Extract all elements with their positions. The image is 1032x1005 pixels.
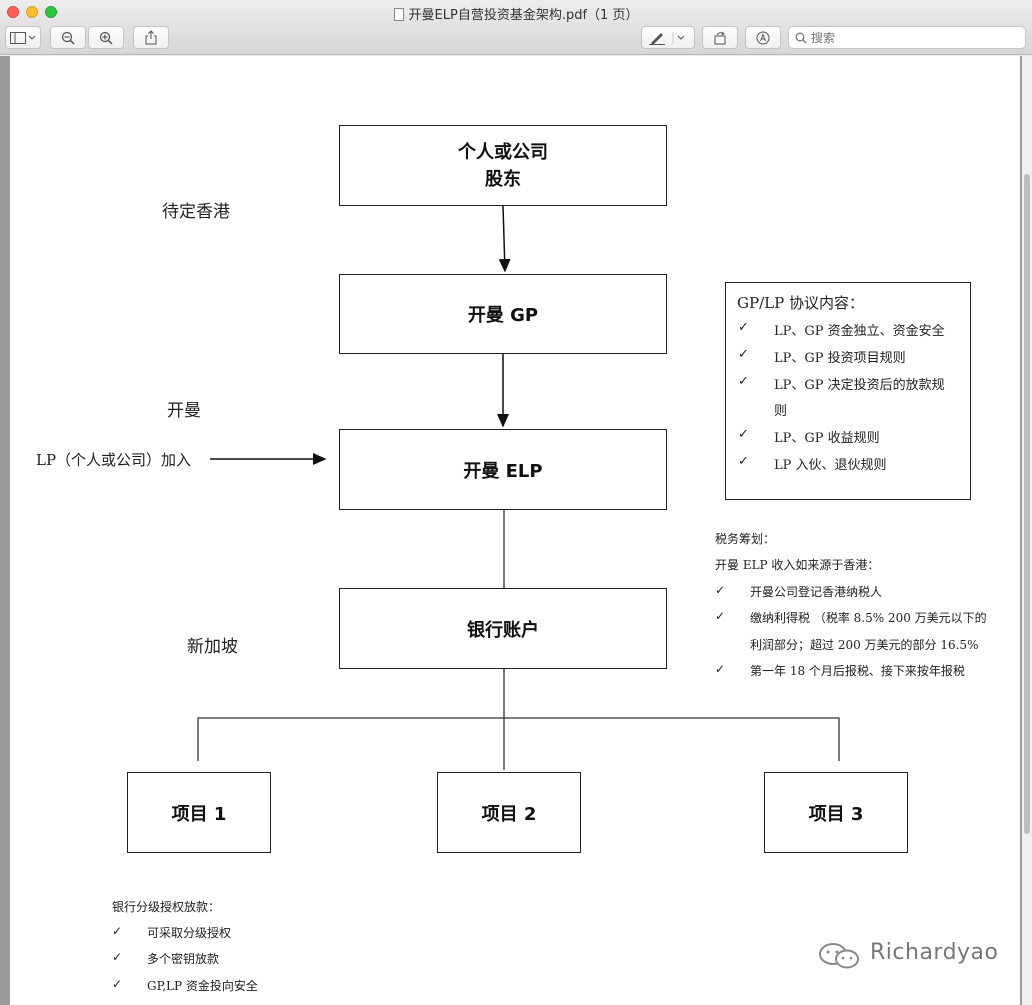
tax-item: 第一年 18 个月后报税、接下来按年报税 <box>750 664 965 678</box>
shareholder-box: 个人或公司 股东 <box>339 125 667 206</box>
project-1-box: 项目 1 <box>127 772 271 853</box>
pdf-document-icon <box>393 8 404 21</box>
bank-release-title: 银行分级授权放款： <box>112 900 221 914</box>
close-window-button[interactable] <box>7 6 19 18</box>
tax-subtitle: 开曼 ELP 收入如来源于香港： <box>715 558 880 572</box>
gp-box: 开曼 GP <box>339 274 667 354</box>
project-2-label: 项目 2 <box>481 803 537 825</box>
title-bar: 开曼ELP自营投资基金架构.pdf（1 页） <box>0 0 1032 55</box>
share-button[interactable] <box>133 26 169 49</box>
bank-release-item: 多个密钥放款 <box>147 952 220 966</box>
minimize-window-button[interactable] <box>26 6 38 18</box>
agreement-item: LP、GP 资金独立、资金安全 <box>774 324 945 339</box>
window-title-area: 开曼ELP自营投资基金架构.pdf（1 页） <box>0 4 1032 23</box>
scrollbar-thumb[interactable] <box>1024 174 1030 834</box>
check-icon: ✓ <box>738 320 749 335</box>
pen-icon <box>649 31 685 45</box>
sidebar-icon <box>10 31 36 44</box>
sidebar-toggle-button[interactable] <box>5 26 41 49</box>
shareholder-line-1: 个人或公司 <box>458 141 548 163</box>
project-3-label: 项目 3 <box>808 803 864 825</box>
check-icon: ✓ <box>715 583 726 597</box>
zoom-in-icon <box>99 31 113 45</box>
window-title: 开曼ELP自营投资基金架构.pdf（1 页） <box>408 8 639 23</box>
wechat-icon <box>819 943 859 969</box>
project-1-label: 项目 1 <box>171 803 227 825</box>
lp-join-label: LP（个人或公司）加入 <box>36 451 192 469</box>
watermark-text: Richardyao <box>870 940 999 965</box>
tax-title: 税务筹划： <box>715 532 776 546</box>
markup-icon <box>756 31 770 44</box>
search-input[interactable] <box>811 29 1011 46</box>
zoom-out-icon <box>61 31 75 45</box>
tax-item: 开曼公司登记香港纳税人 <box>750 585 883 599</box>
search-field[interactable] <box>788 26 1026 49</box>
project-3-box: 项目 3 <box>764 772 908 853</box>
vertical-scrollbar[interactable] <box>1022 56 1032 1005</box>
project-2-box: 项目 2 <box>437 772 581 853</box>
gp-label: 开曼 GP <box>467 305 539 326</box>
zoom-in-button[interactable] <box>88 26 124 49</box>
agreement-item-continued: 则 <box>774 404 788 419</box>
check-icon: ✓ <box>738 454 749 469</box>
agreement-item: LP、GP 收益规则 <box>774 431 880 446</box>
check-icon: ✓ <box>738 427 749 442</box>
check-icon: ✓ <box>112 977 123 991</box>
bank-account-box: 银行账户 <box>339 588 667 669</box>
zoom-out-button[interactable] <box>50 26 86 49</box>
document-area: 个人或公司 股东 开曼 GP 开曼 ELP 银行账户 项目 1 项目 2 项目 … <box>0 56 1032 1005</box>
bank-release-item: 可采取分级授权 <box>147 926 232 940</box>
tax-item: 缴纳利得税 （税率 8.5% 200 万美元以下的 <box>750 611 987 625</box>
bank-account-label: 银行账户 <box>467 619 539 641</box>
gp-lp-agreement-box: GP/LP 协议内容： ✓ LP、GP 资金独立、资金安全 ✓ LP、GP 投资… <box>725 282 971 500</box>
search-icon <box>795 32 807 44</box>
diagram-connectors <box>197 205 840 770</box>
rotate-button[interactable] <box>702 26 738 49</box>
agreement-title: GP/LP 协议内容： <box>737 294 864 312</box>
cayman-label: 开曼 <box>167 401 201 421</box>
elp-box: 开曼 ELP <box>339 429 667 510</box>
shareholder-line-2: 股东 <box>485 168 521 190</box>
markup-toolbar-button[interactable] <box>745 26 781 49</box>
arrow-shareholder-to-gp <box>498 205 511 273</box>
check-icon: ✓ <box>112 950 123 964</box>
zoom-window-button[interactable] <box>45 6 57 18</box>
pdf-page: 个人或公司 股东 开曼 GP 开曼 ELP 银行账户 项目 1 项目 2 项目 … <box>10 56 1020 1005</box>
markup-pen-button[interactable] <box>641 26 695 49</box>
rotate-icon <box>714 31 726 44</box>
agreement-item: LP、GP 投资项目规则 <box>774 351 906 366</box>
agreement-item: LP 入伙、退伙规则 <box>774 458 887 473</box>
tax-item-continued: 利润部分；超过 200 万美元的部分 16.5% <box>750 638 979 652</box>
line-branch-projects <box>197 717 840 761</box>
check-icon: ✓ <box>738 347 749 362</box>
singapore-label: 新加坡 <box>187 637 238 657</box>
check-icon: ✓ <box>112 924 123 938</box>
bank-release-item: GP,LP 资金投向安全 <box>147 979 258 993</box>
share-icon <box>145 30 157 45</box>
check-icon: ✓ <box>715 662 726 676</box>
agreement-item: LP、GP 决定投资后的放款规 <box>774 378 945 393</box>
hk-label: 待定香港 <box>162 202 230 222</box>
elp-label: 开曼 ELP <box>463 460 543 482</box>
check-icon: ✓ <box>715 609 726 623</box>
check-icon: ✓ <box>738 374 749 389</box>
